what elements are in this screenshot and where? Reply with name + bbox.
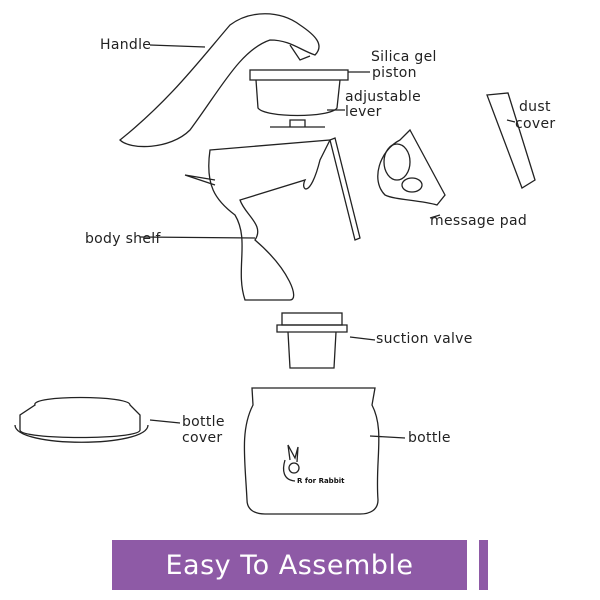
label-dust-cover: cover	[515, 116, 556, 132]
banner-accent-bar	[479, 540, 488, 590]
dust-cover	[486, 92, 536, 189]
label-bottle-cover-2: cover	[182, 430, 223, 446]
label-adjustable: adjustable	[345, 89, 421, 105]
easy-to-assemble-banner: Easy To Assemble	[112, 540, 467, 590]
brand-text: R for Rabbit	[297, 477, 345, 485]
label-dust: dust	[519, 99, 551, 115]
body-shelf	[208, 139, 332, 301]
label-bottle: bottle	[408, 430, 451, 446]
label-silica-gel: Silica gel	[371, 49, 437, 65]
adjustable-lever	[270, 119, 325, 128]
label-suction-valve: suction valve	[376, 331, 473, 347]
label-message-pad: message pad	[430, 213, 528, 229]
label-bottle-cover-1: bottle	[182, 414, 225, 430]
handle-part	[119, 13, 320, 148]
bottle-cover-part	[19, 396, 141, 439]
label-body-shelf: body shelf	[85, 231, 161, 247]
label-handle: Handle	[100, 37, 152, 53]
label-lever: lever	[345, 104, 382, 120]
label-piston: piston	[372, 65, 417, 81]
message-pad	[377, 128, 446, 206]
suction-valve	[281, 312, 343, 326]
bottle-part	[243, 387, 380, 515]
silica-gel-piston	[249, 69, 349, 81]
rabbit-logo-icon	[282, 444, 299, 482]
